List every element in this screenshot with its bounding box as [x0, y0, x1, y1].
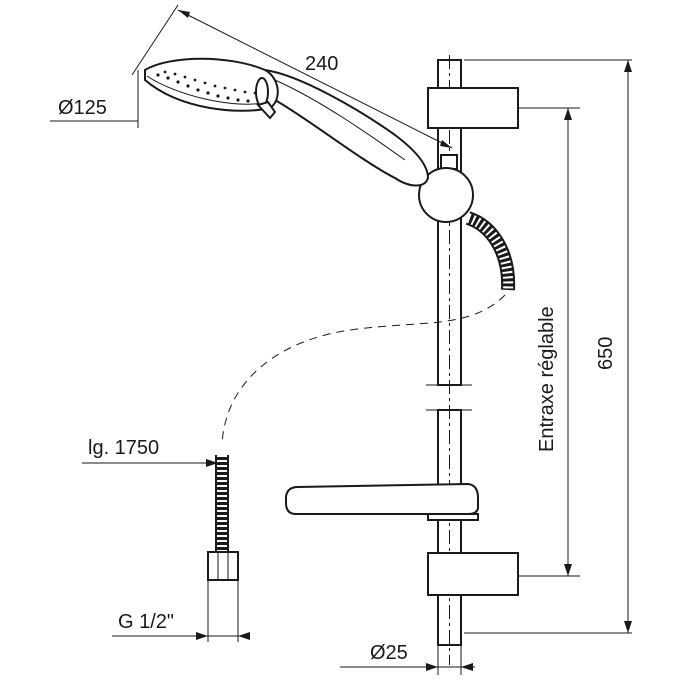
label-hose-length: lg. 1750: [88, 437, 159, 459]
label-rail-height: 650: [595, 337, 617, 370]
label-head-diameter: Ø125: [58, 97, 107, 119]
upper-wall-bracket: [427, 87, 519, 129]
hand-shower-handle: [263, 68, 430, 187]
soap-dish: [285, 482, 479, 521]
dim-rail-height: 650: [464, 59, 632, 634]
hand-shower-handle-edge: [274, 79, 406, 161]
slider-clip: [440, 154, 458, 170]
label-rail-diameter: Ø25: [370, 642, 408, 664]
spray-head: [144, 57, 279, 112]
shower-hose: [207, 211, 516, 581]
dim-hose-length: lg. 1750: [82, 437, 218, 467]
label-thread: G 1/2": [118, 611, 174, 633]
slider-ball-joint: [418, 167, 474, 223]
dim-adjustable-spacing: Entraxe réglable: [518, 107, 580, 577]
hose-nut: [207, 551, 239, 581]
hand-shower: [144, 57, 430, 187]
hose-dashed-path: [221, 294, 506, 446]
lower-wall-bracket: [427, 552, 519, 596]
spray-nozzles: [156, 70, 260, 103]
dim-thread: G 1/2": [112, 580, 250, 642]
dim-rail-diameter: Ø25: [340, 642, 475, 675]
label-handshower-length: 240: [305, 53, 338, 75]
dim-handshower-length: 240: [131, 4, 453, 149]
spray-selector-lever: [256, 100, 277, 120]
spray-face-outline: [146, 75, 269, 105]
label-adjustable-spacing: Entraxe réglable: [536, 306, 558, 452]
slider-holder: [418, 154, 474, 223]
dim-head-diameter: Ø125: [50, 70, 139, 128]
